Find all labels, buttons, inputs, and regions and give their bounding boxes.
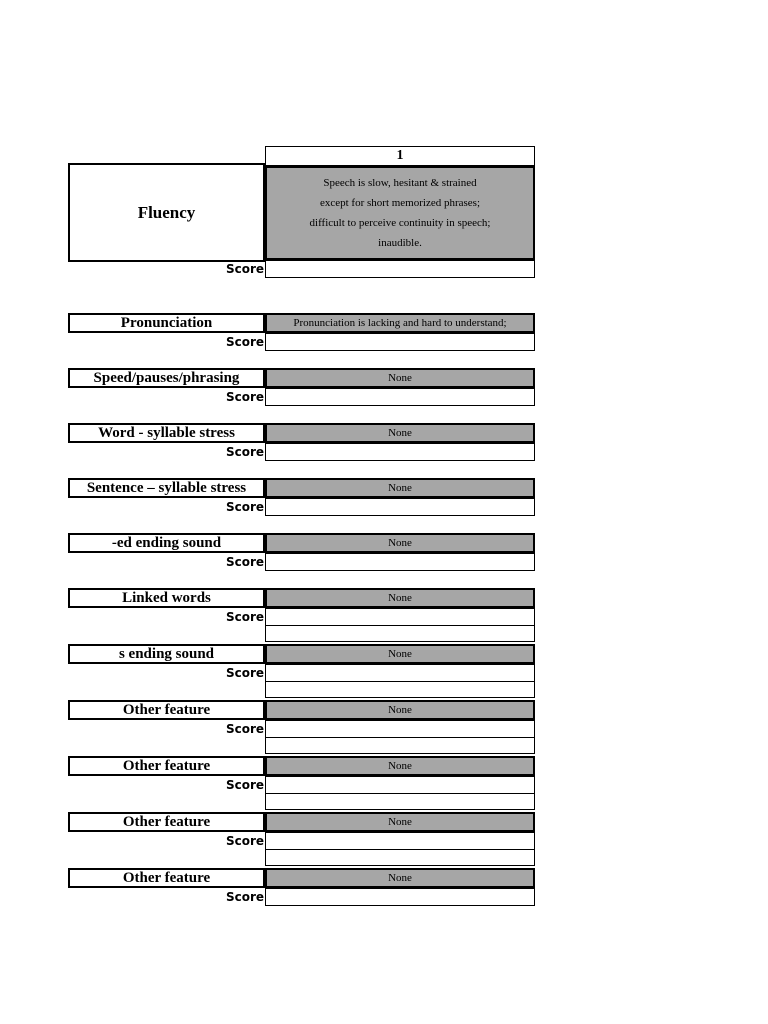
section-value-cell: Pronunciation is lacking and hard to und…	[265, 313, 535, 333]
section-extra-input-box[interactable]	[265, 626, 535, 642]
section-label-box: Other feature	[68, 868, 265, 888]
section-extra-input-box[interactable]	[265, 738, 535, 754]
rubric-section: Word - syllable stress None Score	[68, 423, 535, 461]
rubric-section: Other feature None Score	[68, 700, 535, 754]
section-score-row: Score	[68, 776, 535, 794]
section-value-cell: None	[265, 368, 535, 388]
rubric-sections: Pronunciation Pronunciation is lacking a…	[68, 313, 535, 906]
section-label-row: Other feature None	[68, 868, 535, 888]
section-value-cell: None	[265, 423, 535, 443]
rubric-section: Linked words None Score	[68, 588, 535, 642]
section-extra-input-box[interactable]	[265, 682, 535, 698]
score-label: Score	[225, 390, 264, 404]
section-extra-input-box[interactable]	[265, 794, 535, 810]
section-label-box: Other feature	[68, 700, 265, 720]
section-score-input-box[interactable]	[265, 333, 535, 351]
section-score-row: Score	[68, 720, 535, 738]
rubric-section: Speed/pauses/phrasing None Score	[68, 368, 535, 406]
score-label: Score	[225, 262, 264, 276]
rubric-section: Other feature None Score	[68, 756, 535, 810]
section-label-row: Other feature None	[68, 700, 535, 720]
score-label: Score	[225, 335, 264, 349]
section-label-row: Sentence – syllable stress None	[68, 478, 535, 498]
section-value-cell: None	[265, 533, 535, 553]
fluency-description-line: Speech is slow, hesitant & strained	[323, 177, 477, 189]
section-value-cell: None	[265, 700, 535, 720]
section-score-row: Score	[68, 553, 535, 571]
section-label-box: s ending sound	[68, 644, 265, 664]
score-label: Score	[225, 555, 264, 569]
section-score-row: Score	[68, 388, 535, 406]
section-score-row: Score	[68, 832, 535, 850]
fluency-score-input-box[interactable]	[265, 260, 535, 278]
score-label: Score	[225, 500, 264, 514]
section-extra-input-box[interactable]	[265, 850, 535, 866]
section-label-row: Pronunciation Pronunciation is lacking a…	[68, 313, 535, 333]
fluency-section: Fluency Speech is slow, hesitant & strai…	[68, 163, 535, 262]
section-score-input-box[interactable]	[265, 553, 535, 571]
section-score-input-box[interactable]	[265, 608, 535, 626]
fluency-score-row: Score	[68, 260, 535, 278]
section-label-row: Speed/pauses/phrasing None	[68, 368, 535, 388]
fluency-description-line: difficult to perceive continuity in spee…	[309, 217, 491, 229]
section-score-input-box[interactable]	[265, 832, 535, 850]
section-score-row: Score	[68, 333, 535, 351]
section-value-cell: None	[265, 812, 535, 832]
section-label-row: Other feature None	[68, 812, 535, 832]
rubric-section: -ed ending sound None Score	[68, 533, 535, 571]
score-label: Score	[225, 834, 264, 848]
score-label: Score	[225, 610, 264, 624]
rubric-section: Sentence – syllable stress None Score	[68, 478, 535, 516]
section-value-cell: None	[265, 588, 535, 608]
rubric-section: Other feature None Score	[68, 868, 535, 906]
section-score-input-box[interactable]	[265, 664, 535, 682]
section-score-row: Score	[68, 608, 535, 626]
section-label-box: -ed ending sound	[68, 533, 265, 553]
score-label: Score	[225, 445, 264, 459]
section-label-box: Pronunciation	[68, 313, 265, 333]
section-score-input-box[interactable]	[265, 720, 535, 738]
section-score-input-box[interactable]	[265, 443, 535, 461]
section-value-cell: None	[265, 756, 535, 776]
score-label: Score	[225, 778, 264, 792]
fluency-description-cell: Speech is slow, hesitant & strained excep…	[265, 166, 535, 260]
fluency-description-line: except for short memorized phrases;	[319, 197, 481, 209]
section-score-input-box[interactable]	[265, 776, 535, 794]
section-value-cell: None	[265, 644, 535, 664]
score-label: Score	[225, 890, 264, 904]
rubric-section: s ending sound None Score	[68, 644, 535, 698]
section-label-row: -ed ending sound None	[68, 533, 535, 553]
section-label-box: Other feature	[68, 756, 265, 776]
section-value-cell: None	[265, 478, 535, 498]
section-score-row: Score	[68, 664, 535, 682]
rubric-sheet: 1 Fluency Speech is slow, hesitant & str…	[68, 146, 535, 906]
section-label-box: Other feature	[68, 812, 265, 832]
score-label: Score	[225, 722, 264, 736]
section-label-box: Speed/pauses/phrasing	[68, 368, 265, 388]
section-score-input-box[interactable]	[265, 888, 535, 906]
section-score-input-box[interactable]	[265, 388, 535, 406]
section-label-row: s ending sound None	[68, 644, 535, 664]
fluency-label-box: Fluency	[68, 163, 265, 262]
section-label-row: Other feature None	[68, 756, 535, 776]
rubric-section: Pronunciation Pronunciation is lacking a…	[68, 313, 535, 351]
rubric-section: Other feature None Score	[68, 812, 535, 866]
score-label: Score	[225, 666, 264, 680]
section-value-cell: None	[265, 868, 535, 888]
section-label-box: Word - syllable stress	[68, 423, 265, 443]
section-label-box: Linked words	[68, 588, 265, 608]
fluency-description-line: inaudible.	[378, 237, 422, 249]
section-label-row: Word - syllable stress None	[68, 423, 535, 443]
score-column-header: 1	[265, 146, 535, 166]
section-label-box: Sentence – syllable stress	[68, 478, 265, 498]
section-score-input-box[interactable]	[265, 498, 535, 516]
section-score-row: Score	[68, 888, 535, 906]
section-label-row: Linked words None	[68, 588, 535, 608]
section-score-row: Score	[68, 443, 535, 461]
section-score-row: Score	[68, 498, 535, 516]
